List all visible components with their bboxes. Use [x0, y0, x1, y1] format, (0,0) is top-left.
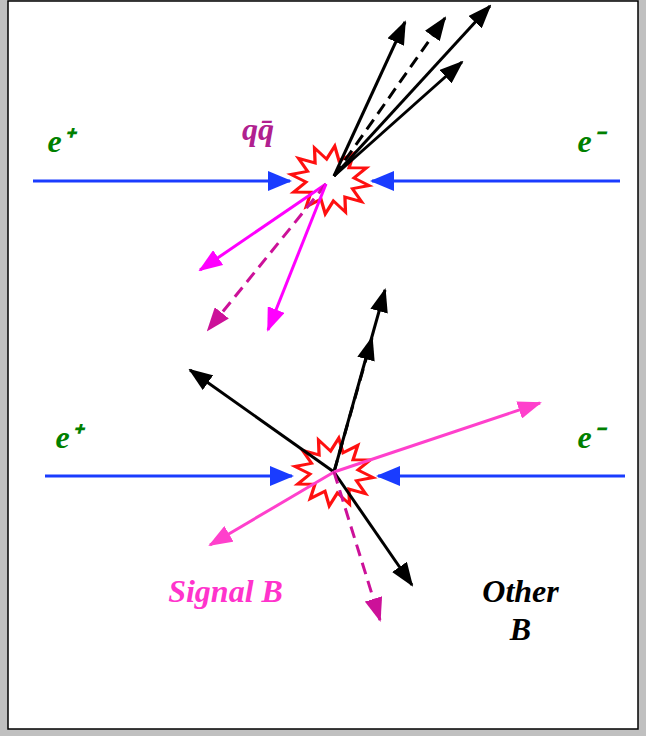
jet-track	[268, 184, 326, 330]
signal-b-track	[210, 472, 334, 545]
jet-track	[200, 184, 326, 270]
electron-beam	[378, 475, 625, 478]
signal-b-label: Signal B	[168, 572, 283, 610]
neutral-track	[334, 18, 445, 176]
neutral-track	[208, 184, 326, 330]
quark-pair-label: qq̄	[218, 110, 298, 148]
jet-track	[334, 22, 405, 176]
b-decay-track	[334, 472, 412, 585]
b-decay-track	[334, 290, 385, 472]
other-b-label: Other B	[468, 572, 573, 649]
b-decay-track	[190, 370, 334, 472]
beam-label: e⁺	[30, 122, 90, 160]
jet-track	[334, 62, 462, 176]
positron-beam	[33, 180, 290, 183]
electron-beam	[372, 180, 620, 183]
beam-label: e⁻	[560, 418, 620, 456]
positron-beam	[45, 475, 292, 478]
beam-label: e⁻	[560, 122, 620, 160]
jet-track	[334, 6, 490, 176]
neutral-track	[334, 472, 380, 620]
white-panel	[8, 1, 638, 729]
signal-b-track	[334, 403, 540, 472]
beam-label: e⁺	[38, 418, 98, 456]
